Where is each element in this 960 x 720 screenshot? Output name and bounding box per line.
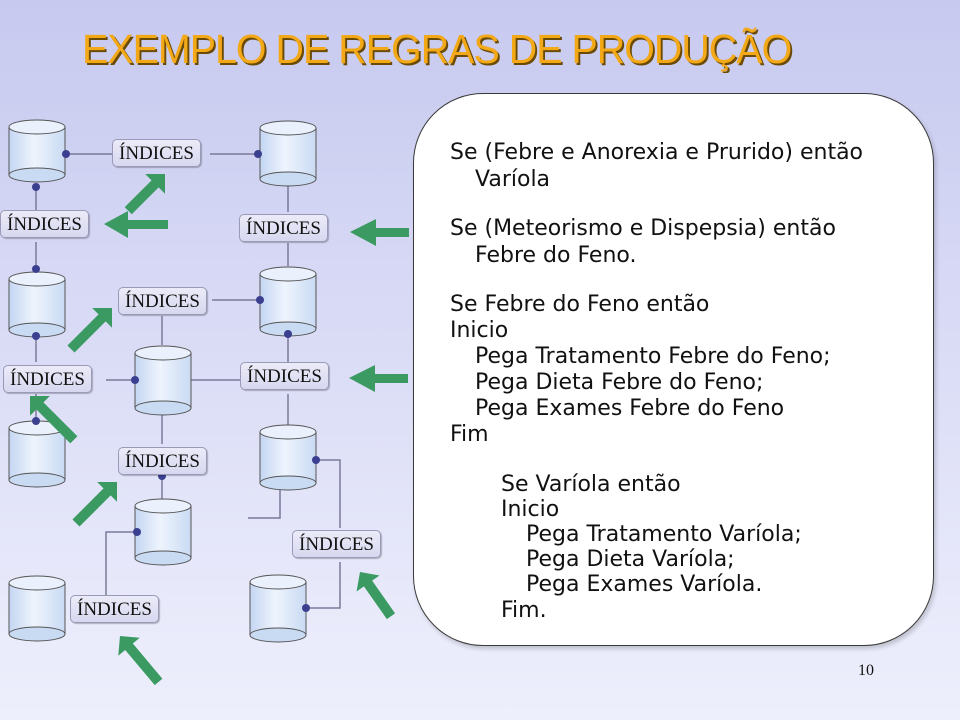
procedure-1-begin: Inicio xyxy=(450,318,509,343)
green-arrows xyxy=(30,174,409,686)
indices-label: ÍNDICES xyxy=(112,139,201,167)
database-icon xyxy=(134,498,192,566)
database-icon xyxy=(8,271,66,338)
rule-1-condition: Se (Febre e Anorexia e Prurido) então xyxy=(450,140,864,165)
arrow-up-left-icon xyxy=(118,636,163,686)
arrow-up-left-icon xyxy=(124,174,165,215)
database-icon xyxy=(259,424,317,491)
indices-label: ÍNDICES xyxy=(0,210,89,238)
page-number: 10 xyxy=(858,662,874,679)
indices-label: ÍNDICES xyxy=(118,447,207,475)
database-icon xyxy=(8,420,66,488)
arrow-left-icon xyxy=(349,365,408,392)
procedure-2-header: Se Varíola então xyxy=(501,472,681,497)
slide-title: EXEMPLO DE REGRAS DE PRODUÇÃO xyxy=(82,26,792,72)
rule-2-conclusion: Febre do Feno. xyxy=(475,243,637,268)
database-icon xyxy=(8,119,66,183)
arrow-up-left-icon xyxy=(356,572,396,620)
procedure-1-header: Se Febre do Feno então xyxy=(450,292,710,317)
rule-2-condition: Se (Meteorismo e Dispepsia) então xyxy=(450,216,836,241)
procedure-1-step: Pega Tratamento Febre do Feno; xyxy=(475,344,831,369)
procedure-2-step: Pega Exames Varíola. xyxy=(526,572,763,597)
procedure-2-begin: Inicio xyxy=(501,497,560,522)
arrow-up-right-icon xyxy=(72,482,117,527)
indices-label: ÍNDICES xyxy=(3,365,92,393)
rule-1-conclusion: Varíola xyxy=(475,167,551,192)
procedure-1-end: Fim xyxy=(450,422,489,447)
arrow-up-left-icon xyxy=(30,396,78,444)
database-icon xyxy=(134,345,192,416)
database-icon xyxy=(259,266,317,337)
procedure-1-step: Pega Dieta Febre do Feno; xyxy=(475,370,764,395)
database-icon xyxy=(249,574,307,643)
procedure-2-step: Pega Dieta Varíola; xyxy=(526,547,735,572)
arrow-up-right-icon xyxy=(67,308,112,353)
indices-label: ÍNDICES xyxy=(240,362,329,390)
database-icon xyxy=(259,120,317,187)
arrow-left-icon xyxy=(350,219,409,246)
procedure-2-end: Fim. xyxy=(501,598,547,623)
database-icon xyxy=(8,575,66,642)
procedure-1-step: Pega Exames Febre do Feno xyxy=(475,396,785,421)
indices-label: ÍNDICES xyxy=(239,214,328,242)
database-cylinders xyxy=(8,119,317,643)
procedure-2-step: Pega Tratamento Varíola; xyxy=(526,522,802,547)
indices-label: ÍNDICES xyxy=(292,530,381,558)
indices-label: ÍNDICES xyxy=(118,287,207,315)
indices-label: ÍNDICES xyxy=(70,595,159,623)
arrow-left-icon xyxy=(104,211,168,238)
rules-panel xyxy=(413,93,934,646)
